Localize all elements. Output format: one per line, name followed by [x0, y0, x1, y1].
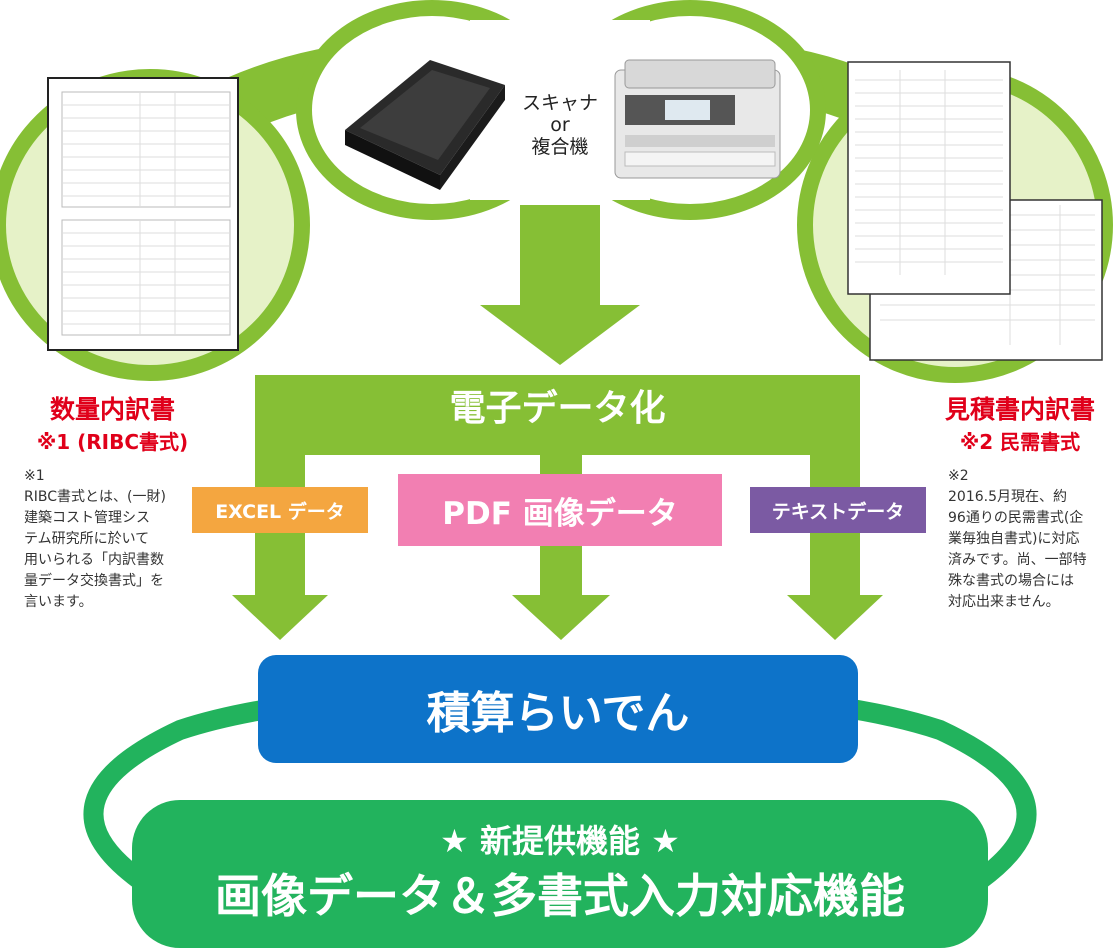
down-arrow-main	[480, 205, 640, 365]
pdf-data-chip: PDF 画像データ	[398, 474, 722, 546]
feature-title: 画像データ＆多書式入力対応機能	[215, 869, 905, 923]
right-doc-subtitle: ※2 民需書式	[959, 430, 1081, 454]
scanner-label: スキャナ or 複合機	[521, 92, 598, 158]
feature-headline: ★ 新提供機能 ★	[440, 822, 680, 860]
text-data-chip: テキストデータ	[750, 487, 926, 533]
printer-icon	[614, 59, 781, 179]
left-doc-title: 数量内訳書	[49, 395, 175, 424]
product-name-box: 積算らいでん	[258, 655, 858, 763]
estimate-sheet-image	[847, 61, 1103, 361]
feature-box	[132, 800, 988, 948]
right-doc-note: ※2 2016.5月現在、約 96通りの民需書式(企 業毎独自書式)に対応 済み…	[948, 468, 1087, 610]
excel-data-chip: EXCEL データ	[192, 487, 368, 533]
digitize-label: 電子データ化	[449, 388, 666, 429]
left-doc-subtitle: ※1 (RIBC書式)	[36, 430, 189, 454]
left-doc-note: ※1 RIBC書式とは、(一財) 建築コスト管理シス テム研究所に於いて 用いら…	[24, 468, 166, 610]
quantity-sheet-image	[47, 77, 239, 351]
scanner-icon	[345, 60, 505, 190]
product-name: 積算らいでん	[426, 688, 690, 739]
right-doc-title: 見積書内訳書	[944, 395, 1095, 424]
